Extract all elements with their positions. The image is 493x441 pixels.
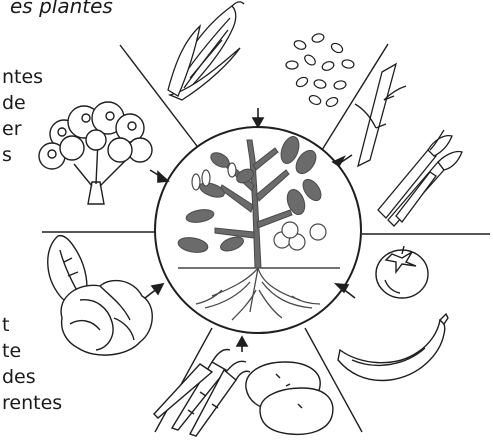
carrot-icon — [154, 350, 250, 437]
cabbage-icon — [61, 281, 152, 356]
potato-icon — [246, 362, 333, 434]
arrow-upper-left — [150, 170, 168, 182]
arrow-top — [253, 108, 263, 127]
arrow-bottom — [237, 337, 247, 352]
broccoli-icon — [39, 102, 152, 204]
arrow-lower-left — [145, 284, 163, 298]
celery-icon — [378, 130, 462, 226]
tomato-icon — [376, 246, 428, 298]
corn-icon — [168, 2, 244, 100]
beans-icon — [286, 33, 355, 109]
sugarcane-icon — [355, 64, 406, 166]
arrow-upper-right — [333, 155, 352, 166]
banana-icon — [338, 314, 448, 380]
